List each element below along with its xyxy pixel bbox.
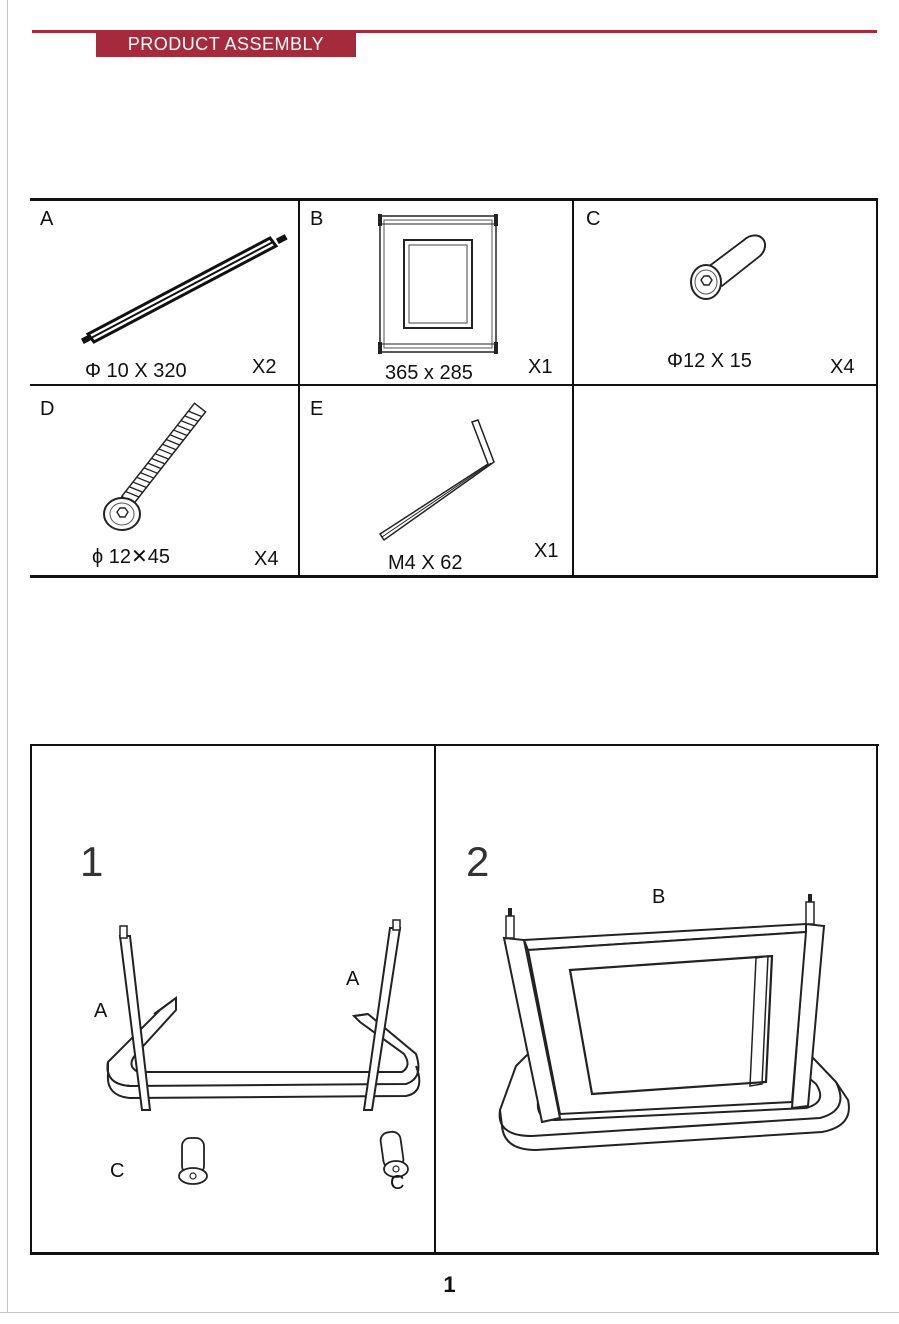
allen-key-icon [376, 416, 500, 546]
step-1-number: 1 [80, 838, 103, 886]
frame-panel-icon [376, 212, 502, 360]
table-divider-1 [298, 198, 300, 578]
step-2-callout-b: B [652, 886, 665, 909]
step-2-illustration [476, 888, 866, 1178]
step-1-callout-c-left: C [110, 1160, 124, 1183]
part-a-letter: A [40, 208, 53, 231]
barrel-nut-icon [684, 232, 774, 308]
part-b-dimension: 365 x 285 [385, 362, 473, 385]
rod-icon [80, 234, 290, 346]
steps-border-left [30, 744, 32, 1255]
part-b-letter: B [310, 208, 323, 231]
table-border-top [30, 198, 878, 201]
table-divider-2 [572, 198, 574, 578]
steps-border-right [876, 744, 878, 1255]
part-e-quantity: X1 [534, 540, 558, 563]
assembly-steps: 1 A A C C 2 [30, 744, 879, 1255]
page-number: 1 [0, 1272, 899, 1298]
page-edge-left [7, 0, 8, 1312]
part-d-quantity: X4 [254, 548, 278, 571]
part-c-dimension: Φ12 X 15 [667, 350, 752, 373]
part-b-quantity: X1 [528, 356, 552, 379]
step-1-illustration [90, 914, 430, 1194]
parts-table: A Φ 10 X 320 X2 B 365 x 285 X1 C Φ12 X 1… [30, 198, 878, 578]
step-1-callout-a-right: A [346, 968, 359, 991]
steps-divider [434, 744, 436, 1255]
part-e-dimension: M4 X 62 [388, 552, 462, 575]
step-1-callout-a-left: A [94, 1000, 107, 1023]
section-title: PRODUCT ASSEMBLY [96, 31, 356, 57]
part-c-quantity: X4 [830, 356, 854, 379]
table-border-right [876, 198, 878, 578]
barrel-nut-left-icon [179, 1138, 207, 1184]
steps-border-bottom [30, 1252, 879, 1255]
barrel-nut-right-icon [380, 1131, 408, 1177]
step-2-number: 2 [466, 838, 489, 886]
table-border-bottom [30, 575, 878, 578]
part-e-letter: E [310, 398, 323, 421]
page-edge-bottom [0, 1312, 899, 1313]
part-c-letter: C [586, 208, 600, 231]
part-a-dimension: Φ 10 X 320 [85, 360, 187, 383]
steps-border-top [30, 744, 879, 746]
step-1-callout-c-right: C [390, 1172, 404, 1195]
bolt-icon [98, 388, 248, 538]
part-d-dimension: ϕ 12✕45 [92, 544, 170, 569]
part-a-quantity: X2 [252, 356, 276, 379]
part-d-letter: D [40, 398, 54, 421]
